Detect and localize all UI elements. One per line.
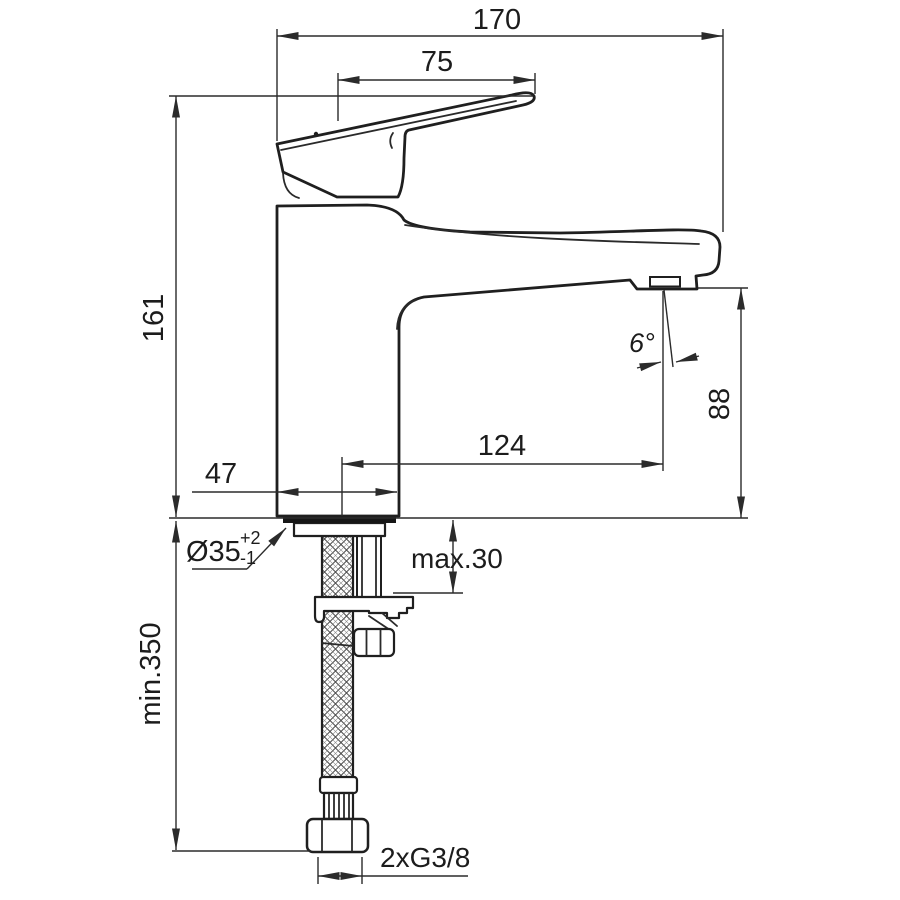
handle-neck-fillet (389, 132, 394, 149)
hex-fitting (352, 627, 396, 658)
handle-edge-line (280, 100, 517, 151)
label-handle-length: 75 (421, 46, 453, 78)
supply-hose (320, 534, 355, 781)
dim-supply-connection: 2xG3/8 (317, 842, 470, 884)
elbow-line (368, 615, 391, 631)
label-spray-angle: 6° (629, 328, 655, 358)
dim-spout-reach: 124 (341, 291, 664, 516)
label-overall-height: 161 (138, 294, 170, 342)
leader-line (246, 527, 287, 570)
base-plate (292, 521, 387, 538)
dim-hole-diameter: Ø35 +2 -1 (186, 519, 287, 570)
label-min-clearance: min.350 (135, 622, 167, 725)
handle-indicator-dot (313, 131, 319, 137)
angle-line (663, 289, 674, 368)
label-outlet-height: 88 (704, 388, 736, 420)
dim-total-width: 170 (276, 4, 724, 232)
angle-arrow-left (636, 361, 662, 372)
elbow-line (381, 612, 398, 627)
label-total-width: 170 (473, 4, 521, 36)
spout-chamfer-line (404, 224, 700, 245)
dim-spray-angle: 6° (629, 289, 700, 372)
mounting-washer (313, 595, 415, 624)
angle-arrow-right (675, 352, 700, 363)
lever-handle (275, 91, 536, 199)
second-hose-fitting (352, 612, 398, 658)
braided-hose (320, 534, 355, 781)
hose-joint-line (321, 642, 354, 647)
connection-hex-nut (305, 817, 370, 854)
hose-collar (318, 775, 359, 795)
hose-end-fitting (305, 775, 370, 854)
dim-max-deck-thickness: max.30 (393, 520, 503, 594)
dim-outlet-height: 88 (704, 288, 745, 518)
faucet-body-and-spout (275, 203, 722, 518)
shank-rod (356, 535, 382, 598)
label-base-width: 47 (205, 458, 237, 490)
dim-min-clearance: min.350 (135, 521, 311, 852)
cartridge-dome-line (282, 172, 300, 199)
faucet-outline (275, 91, 722, 854)
label-supply-connection: 2xG3/8 (380, 842, 470, 873)
threaded-shank (356, 535, 382, 598)
dim-base-width: 47 (192, 458, 397, 496)
label-hole-diameter: Ø35 +2 -1 (186, 519, 269, 568)
spout-fillet-line (396, 299, 417, 330)
dim-handle-length: 75 (337, 46, 536, 121)
aerator (649, 276, 681, 288)
dim-overall-height: 161 (138, 96, 180, 517)
reference-lines (169, 95, 748, 519)
handle-lever (275, 91, 536, 199)
base-gasket (283, 516, 396, 523)
label-max-deck-thickness: max.30 (411, 543, 503, 574)
label-spout-reach: 124 (478, 430, 526, 462)
